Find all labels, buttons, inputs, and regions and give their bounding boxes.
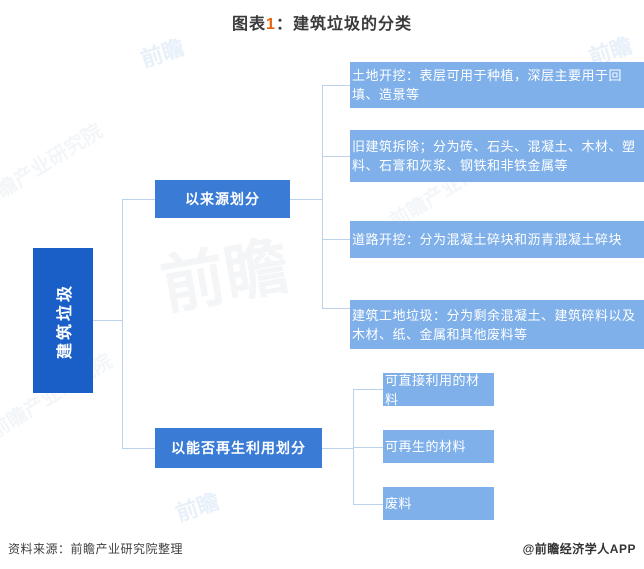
watermark-brand-logo-bottom: 前瞻: [172, 488, 223, 527]
node-leaf-direct-use-materials-label: 可直接利用的材料: [385, 372, 480, 407]
connector-to-leaf-site-waste: [322, 308, 350, 309]
node-leaf-demolition: 旧建筑拆除；分为砖、石头、混凝土、木材、塑料、石膏和灰浆、钢铁和非铁金属等: [350, 130, 644, 182]
connector-to-leaf-demolition: [322, 156, 350, 157]
node-leaf-land-excavation: 土地开挖：表层可用于种植，深层主要用于回填、造景等: [350, 62, 644, 108]
connector-branch-recyclable-out: [322, 448, 353, 449]
figure-title-number: 1: [266, 16, 276, 33]
connector-to-leaf-direct-use: [353, 389, 383, 390]
node-leaf-renewable-materials-label: 可再生的材料: [385, 439, 467, 454]
connector-to-leaf-road-excavation: [322, 239, 350, 240]
node-leaf-road-excavation-label: 道路开挖：分为混凝土碎块和沥青混凝土碎块: [352, 232, 623, 247]
watermark-brand-logo-top-left: 前瞻: [137, 34, 188, 73]
node-branch-by-recyclability: 以能否再生利用划分: [155, 428, 322, 468]
connector-root-to-trunk: [93, 320, 122, 321]
node-leaf-scrap-label: 废料: [385, 496, 413, 511]
connector-branch-source-out: [290, 199, 322, 200]
footer-credit: @前瞻经济学人APP: [522, 542, 636, 556]
node-leaf-renewable-materials: 可再生的材料: [383, 430, 494, 463]
connector-to-branch-source: [122, 199, 155, 200]
node-leaf-road-excavation: 道路开挖：分为混凝土碎块和沥青混凝土碎块: [350, 221, 644, 258]
watermark-diagonal-text-left: 前瞻产业研究院: [0, 120, 107, 214]
connector-branch-source-trunk: [322, 85, 323, 309]
connector-to-leaf-scrap: [353, 504, 383, 505]
node-branch-by-recyclability-label: 以能否再生利用划分: [171, 440, 306, 456]
connector-to-leaf-land-excavation: [322, 85, 350, 86]
node-root-label: 建筑垃圾: [57, 282, 75, 359]
node-leaf-site-waste-label: 建筑工地垃圾：分为剩余混凝土、建筑碎料以及木材、纸、金属和其他废料等: [352, 307, 636, 342]
node-branch-by-source: 以来源划分: [155, 180, 290, 218]
connector-to-branch-recyclable: [122, 448, 155, 449]
node-leaf-land-excavation-label: 土地开挖：表层可用于种植，深层主要用于回填、造景等: [352, 68, 623, 102]
node-branch-by-source-label: 以来源划分: [185, 191, 260, 207]
node-leaf-direct-use-materials: 可直接利用的材料: [383, 372, 494, 407]
node-leaf-site-waste: 建筑工地垃圾：分为剩余混凝土、建筑碎料以及木材、纸、金属和其他废料等: [350, 300, 644, 349]
watermark-brand-logo-center: 前瞻: [155, 229, 295, 323]
figure-title: 图表1：建筑垃圾的分类: [0, 10, 644, 34]
connector-to-leaf-renewable: [353, 447, 383, 448]
node-root-construction-waste: 建筑垃圾: [33, 248, 93, 393]
node-leaf-demolition-label: 旧建筑拆除；分为砖、石头、混凝土、木材、塑料、石膏和灰浆、钢铁和非铁金属等: [352, 139, 636, 173]
footer-data-source: 资料来源：前瞻产业研究院整理: [8, 542, 184, 556]
figure-title-prefix: 图表: [232, 16, 267, 33]
figure-title-suffix: ：建筑垃圾的分类: [275, 16, 412, 33]
connector-main-trunk: [122, 199, 123, 449]
node-leaf-scrap: 废料: [383, 487, 494, 520]
